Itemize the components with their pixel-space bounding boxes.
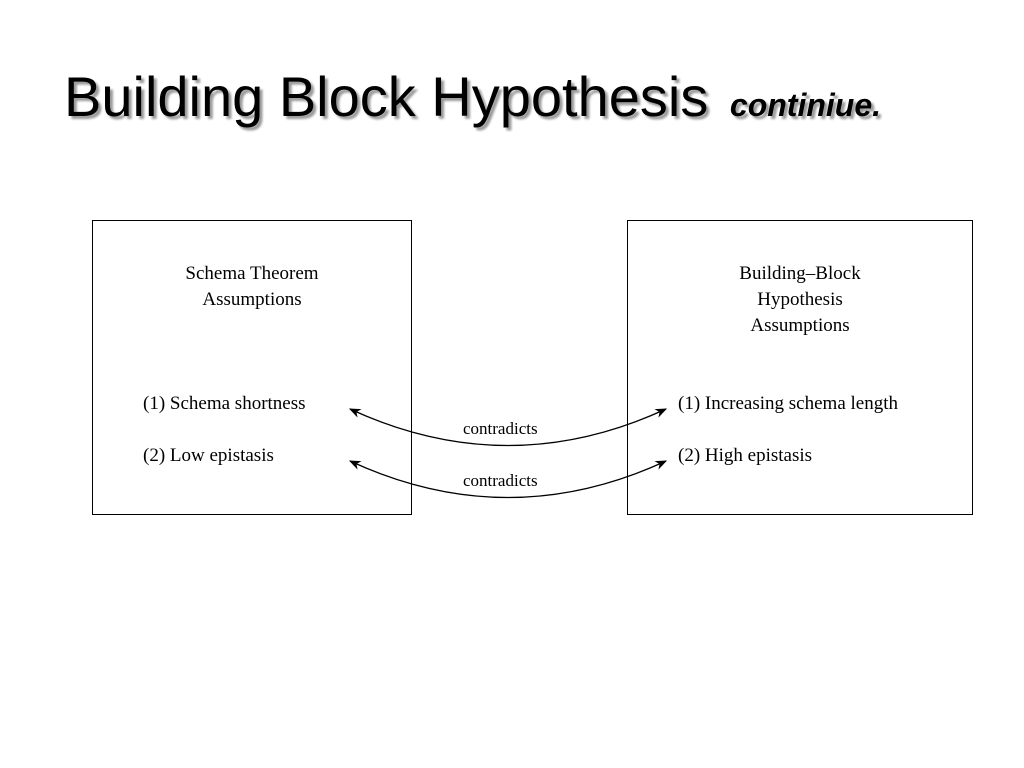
contradicts-label-2: contradicts bbox=[461, 471, 540, 491]
header-line: Building–Block bbox=[739, 263, 861, 284]
header-line: Hypothesis bbox=[757, 289, 843, 310]
title-subtitle: continiue. bbox=[729, 87, 881, 123]
schema-theorem-box: Schema Theorem Assumptions (1) Schema sh… bbox=[92, 220, 412, 515]
assumption-schema-shortness: (1) Schema shortness bbox=[143, 393, 306, 414]
schema-theorem-header: Schema Theorem Assumptions bbox=[93, 261, 411, 313]
slide-title: Building Block Hypothesis continiue. bbox=[64, 62, 881, 140]
building-block-header: Building–Block Hypothesis Assumptions bbox=[628, 261, 972, 339]
contradicts-label-1: contradicts bbox=[461, 419, 540, 439]
title-text: Building Block Hypothesis bbox=[64, 65, 709, 128]
assumption-high-epistasis: (2) High epistasis bbox=[678, 445, 813, 466]
header-line: Schema Theorem bbox=[185, 263, 319, 284]
assumption-low-epistasis: (2) Low epistasis bbox=[143, 445, 274, 466]
header-line: Assumptions bbox=[202, 289, 302, 310]
header-line: Assumptions bbox=[750, 315, 850, 336]
assumption-increasing-schema-length: (1) Increasing schema length bbox=[678, 393, 898, 414]
building-block-hypothesis-box: Building–Block Hypothesis Assumptions (1… bbox=[627, 220, 973, 515]
